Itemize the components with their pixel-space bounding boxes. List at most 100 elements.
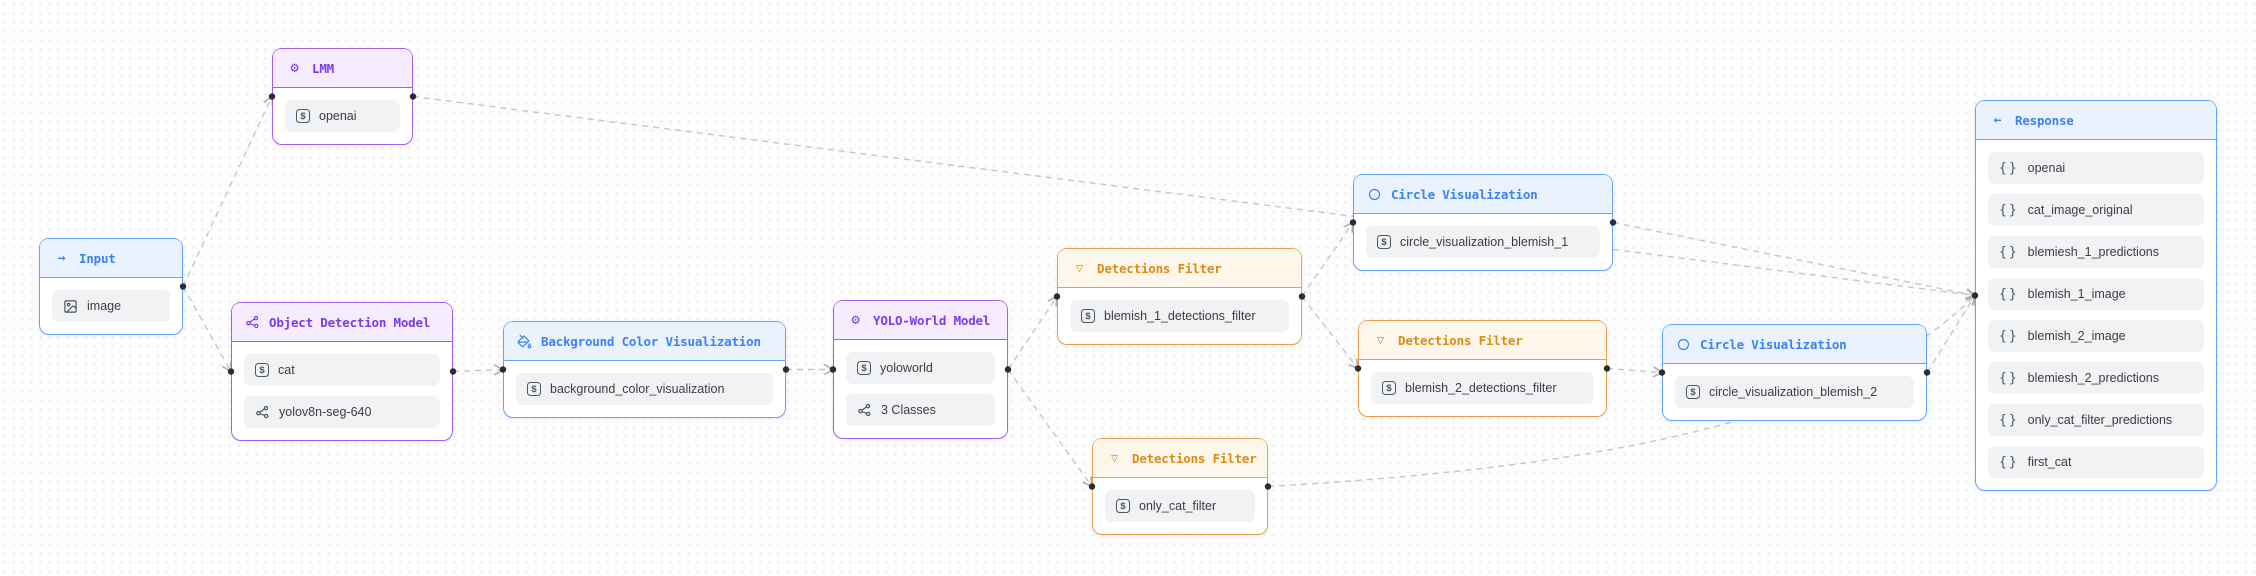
node-response[interactable]: ←Response{}openai{}cat_image_original{}b… (1975, 100, 2217, 491)
pill-label: only_cat_filter (1139, 499, 1217, 513)
node-header[interactable]: → Input (40, 239, 182, 278)
workflow-edge[interactable] (1301, 296, 1360, 370)
node-field-pill[interactable]: $openai (285, 100, 400, 132)
pill-label: image (87, 299, 122, 313)
pill-label: circle_visualization_blemish_1 (1400, 235, 1569, 249)
workflow-edge[interactable] (1007, 295, 1058, 370)
node-body: image (40, 278, 182, 334)
node-title: Detections Filter (1097, 260, 1222, 276)
node-field-pill[interactable]: $ blemish_1_detections_filter (1070, 300, 1289, 332)
image-icon (63, 299, 78, 314)
node-body: $openai (273, 88, 412, 144)
workflow-edge[interactable] (1301, 221, 1355, 297)
node-header[interactable]: ←Response (1976, 101, 2216, 140)
node-header[interactable]: ⚙LMM (273, 49, 412, 88)
pill-label: yoloworld (880, 361, 933, 375)
pill-label: yolov8n-seg-640 (279, 405, 372, 419)
dollar-icon: $ (1686, 385, 1700, 399)
pill-label: cat_image_original (2027, 203, 2133, 217)
pill-label: cat (278, 363, 295, 377)
node-odm[interactable]: Object Detection Model $ cat yolov8n-seg-64… (231, 302, 453, 441)
node-title: Circle Visualization (1391, 186, 1538, 202)
node-yolo[interactable]: ⚙YOLO-World Model $yoloworld 3 Classes (833, 300, 1008, 439)
workflow-edge[interactable] (182, 94, 274, 287)
network-icon (245, 315, 260, 330)
node-header[interactable]: Circle Visualization (1354, 175, 1612, 214)
braces-icon: {} (1999, 454, 2019, 470)
node-df3[interactable]: ▽Detections Filter $ only_cat_filter (1092, 438, 1268, 535)
dollar-icon: $ (1116, 499, 1130, 513)
workflow-edge[interactable] (452, 364, 505, 376)
pill-label: blemish_1_image (2027, 287, 2126, 301)
node-cv2[interactable]: Circle Visualization $circle_visualizatio… (1662, 324, 1927, 421)
node-field-pill[interactable]: $ background_color_visualization (516, 373, 773, 405)
workflow-edge[interactable] (1007, 369, 1094, 488)
pill-label: blemish_2_image (2027, 329, 2126, 343)
node-field-pill[interactable]: $circle_visualization_blemish_1 (1366, 226, 1600, 258)
node-cv1[interactable]: Circle Visualization $circle_visualizatio… (1353, 174, 1613, 271)
node-title: Object Detection Model (269, 314, 431, 330)
node-field-pill[interactable]: yolov8n-seg-640 (244, 396, 440, 428)
node-header[interactable]: ▽Detections Filter (1058, 249, 1301, 288)
node-field-pill[interactable]: {} cat_image_original (1988, 194, 2204, 226)
dollar-icon: $ (255, 363, 269, 377)
workflow-edge[interactable] (1606, 366, 1664, 378)
node-field-pill[interactable]: $ cat (244, 354, 440, 386)
paint-bucket-icon (517, 334, 532, 349)
workflow-edge[interactable] (412, 95, 1977, 301)
node-field-pill[interactable]: {}blemiesh_2_predictions (1988, 362, 2204, 394)
node-field-pill[interactable]: $blemish_2_detections_filter (1371, 372, 1594, 404)
workflow-edge[interactable] (1926, 293, 1976, 373)
node-field-pill[interactable]: 3 Classes (846, 394, 995, 426)
node-body: $ background_color_visualization (504, 361, 785, 417)
node-header[interactable]: ▽Detections Filter (1359, 321, 1606, 360)
node-field-pill[interactable]: $circle_visualization_blemish_2 (1675, 376, 1914, 408)
node-header[interactable]: Object Detection Model (232, 303, 452, 342)
node-input[interactable]: → Input image (39, 238, 183, 335)
node-header[interactable]: Background Color Visualization (504, 322, 785, 361)
node-field-pill[interactable]: {}blemish_2_image (1988, 320, 2204, 352)
node-df1[interactable]: ▽Detections Filter $ blemish_1_detections_… (1057, 248, 1302, 345)
node-field-pill[interactable]: {} first_cat (1988, 446, 2204, 478)
node-field-pill[interactable]: image (52, 290, 170, 322)
pill-label: first_cat (2027, 455, 2072, 469)
node-field-pill[interactable]: {} openai (1988, 152, 2204, 184)
node-header[interactable]: ▽Detections Filter (1093, 439, 1267, 478)
node-df2[interactable]: ▽Detections Filter $blemish_2_detections_… (1358, 320, 1607, 417)
workflow-edge[interactable] (1267, 294, 1977, 488)
node-field-pill[interactable]: {}only_cat_filter_predictions (1988, 404, 2204, 436)
funnel-icon: ▽ (1376, 333, 1385, 347)
node-header[interactable]: ⚙YOLO-World Model (834, 301, 1007, 340)
pill-label: background_color_visualization (550, 382, 725, 396)
node-lmm[interactable]: ⚙LMM $openai (272, 48, 413, 145)
node-body: $ blemish_1_detections_filter (1058, 288, 1301, 344)
braces-icon: {} (1999, 160, 2019, 176)
node-title: YOLO-World Model (873, 312, 991, 328)
node-field-pill[interactable]: {}blemiesh_1_predictions (1988, 236, 2204, 268)
node-field-pill[interactable]: {}blemish_1_image (1988, 278, 2204, 310)
pill-label: openai (2027, 161, 2066, 175)
braces-icon: {} (1999, 202, 2019, 218)
dollar-icon: $ (527, 382, 541, 396)
braces-icon: {} (1999, 370, 2019, 386)
pill-label: blemish_1_detections_filter (1104, 309, 1256, 323)
network-icon (255, 405, 270, 420)
braces-icon: {} (1999, 412, 2019, 428)
node-bcv[interactable]: Background Color Visualization $ backgroun… (503, 321, 786, 418)
node-title: Input (79, 250, 116, 266)
node-body: $yoloworld 3 Classes (834, 340, 1007, 438)
funnel-icon: ▽ (1110, 451, 1119, 465)
dollar-icon: $ (1081, 309, 1095, 323)
gear-icon: ⚙ (290, 60, 299, 76)
node-body: $circle_visualization_blemish_2 (1663, 364, 1926, 420)
workflow-edge[interactable] (1612, 221, 1977, 300)
node-body: $ only_cat_filter (1093, 478, 1267, 534)
arrow-right-icon: → (57, 250, 66, 266)
workflow-edge[interactable] (182, 286, 232, 374)
node-header[interactable]: Circle Visualization (1663, 325, 1926, 364)
node-body: {} openai {} cat_image_original {}blemiesh_1… (1976, 140, 2216, 490)
node-field-pill[interactable]: $ only_cat_filter (1105, 490, 1255, 522)
node-body: $circle_visualization_blemish_1 (1354, 214, 1612, 270)
node-field-pill[interactable]: $yoloworld (846, 352, 995, 384)
